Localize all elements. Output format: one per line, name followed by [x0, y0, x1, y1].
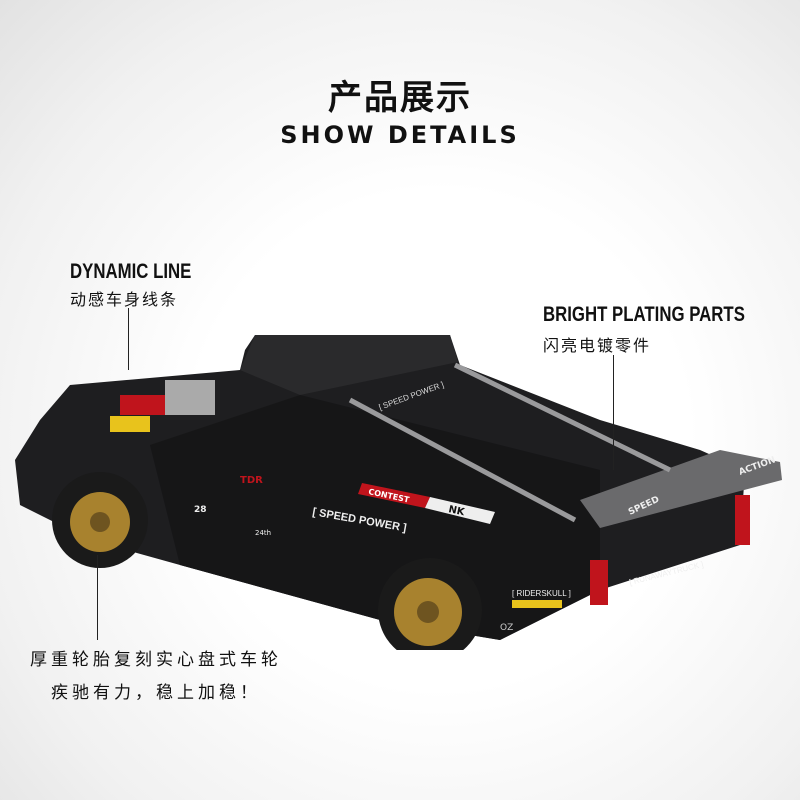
car-roof	[240, 335, 458, 395]
decal-number: 28	[194, 505, 207, 515]
callout-leader-line	[613, 355, 614, 470]
decal-oz: OZ	[500, 623, 513, 633]
decal-riderskull: [ RIDERSKULL ]	[512, 589, 571, 598]
callout-dynamic-line-subtitle: 动感车身线条	[70, 290, 179, 309]
callout-wheels-line1: 厚重轮胎复刻实心盘式车轮	[30, 650, 282, 670]
car-illustration: [ SPEED POWER ] [ SPEED POWER ] CONTEST …	[15, 335, 782, 650]
callout-plating-subtitle: 闪亮电镀零件	[543, 336, 652, 355]
tail-light	[735, 495, 750, 545]
page-title: 产品展示	[328, 78, 472, 118]
chrome-bar	[453, 362, 672, 473]
callout-dynamic-line-title: DYNAMIC LINE	[70, 260, 192, 283]
engine-part	[165, 380, 215, 415]
rear-wheel	[378, 558, 482, 650]
decal-cb	[110, 416, 150, 432]
tail-light	[590, 560, 608, 605]
callout-plating-title: BRIGHT PLATING PARTS	[543, 303, 745, 326]
decal-riderskull-bar	[512, 600, 562, 608]
page-subtitle: SHOW DETAILS	[280, 121, 520, 149]
decal-nk-text: NK	[447, 504, 466, 518]
engine-part	[120, 395, 165, 415]
car-side	[150, 395, 600, 640]
callout-wheels-line2: 疾驰有力，稳上加稳！	[51, 683, 261, 703]
decal-tdr: TDR	[240, 475, 263, 486]
callout-leader-line	[97, 555, 98, 640]
rear-wing	[580, 450, 782, 528]
decal-nk	[425, 497, 495, 524]
callout-leader-line	[128, 308, 129, 370]
decal-contest	[358, 483, 430, 508]
front-wheel	[52, 472, 148, 568]
chrome-bar	[348, 397, 577, 523]
decal-year: 24th	[255, 529, 271, 537]
